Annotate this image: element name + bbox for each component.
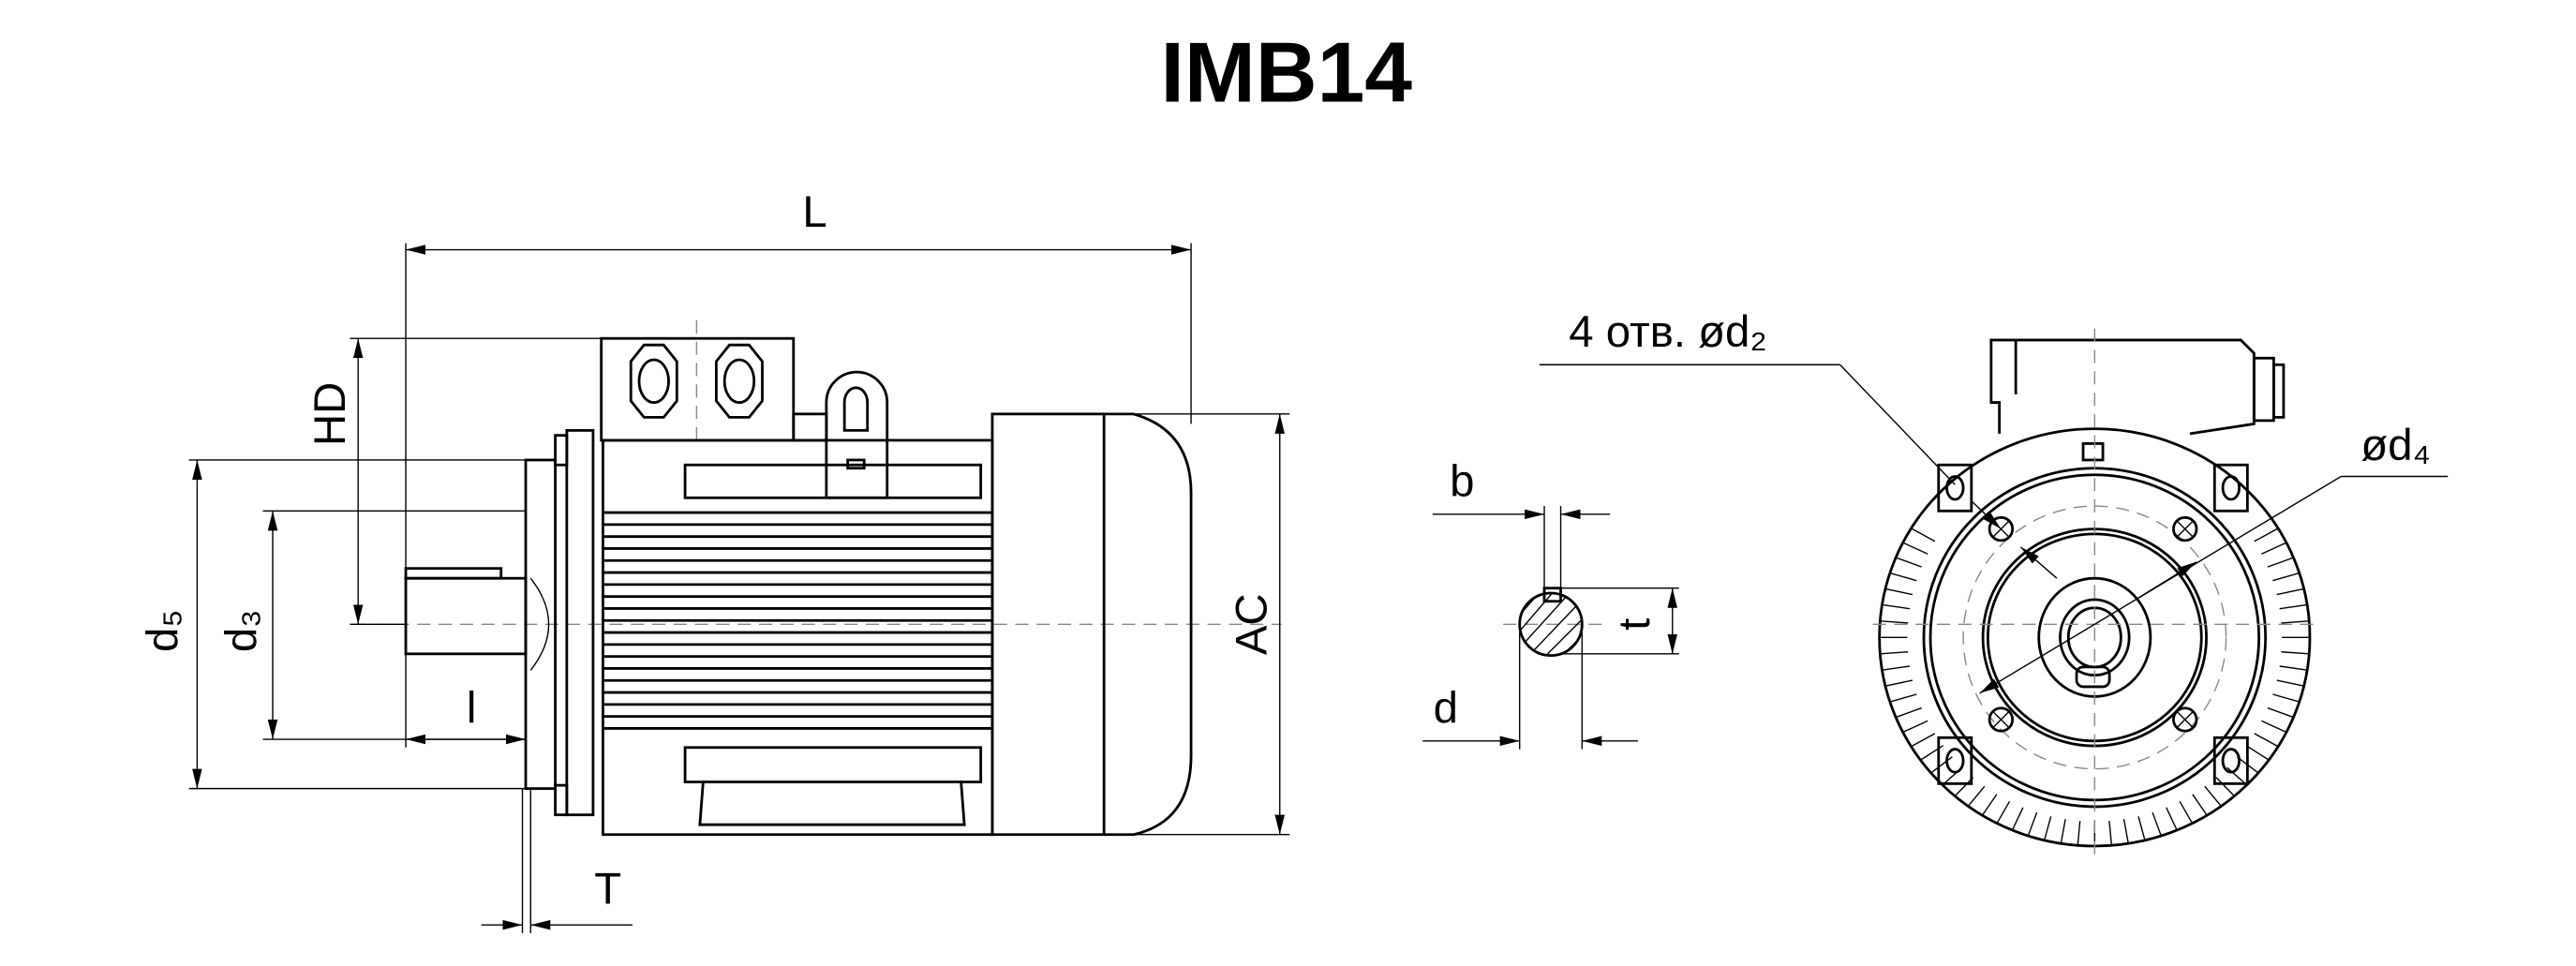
side-view: L HD <box>138 187 1290 933</box>
dim-b-label: b <box>1450 457 1474 507</box>
fin-tick <box>2192 794 2208 816</box>
fin-tick <box>1981 794 1998 816</box>
fin-tick <box>2276 587 2304 596</box>
fin-tick <box>1902 542 1928 555</box>
bolt-hole-icon <box>1988 515 2015 542</box>
fin-tick <box>2261 720 2287 734</box>
page-title: IMB14 <box>1161 25 1413 121</box>
fin-tick <box>1911 528 1936 542</box>
bolt-hole-icon <box>1988 706 2015 733</box>
fin-tick <box>1880 651 1909 655</box>
fin-tick <box>1889 693 1917 703</box>
fin-tick <box>1882 603 1911 610</box>
mounting-lug <box>1937 736 1973 785</box>
lug-hole-icon <box>2221 748 2241 774</box>
fin-tick <box>2226 766 2248 786</box>
mounting-lug <box>2212 463 2249 513</box>
fin-tick <box>1895 557 1922 568</box>
fin-tick <box>1882 665 1911 671</box>
fin-tick <box>2152 811 2162 837</box>
fin-tick <box>2281 620 2310 624</box>
holes-label: 4 отв. ød₂ <box>1569 307 1766 357</box>
dim-L-label: L <box>802 187 826 237</box>
fin-tick <box>1884 679 1913 687</box>
fin-tick <box>2272 572 2300 582</box>
fin-tick <box>2267 706 2294 719</box>
dim-l-label: l <box>467 683 477 733</box>
dim-AC-label: AC <box>1228 593 1277 655</box>
fin-tick <box>2254 733 2279 748</box>
fin-tick <box>1889 572 1917 582</box>
lug-hole-icon <box>1945 475 1965 501</box>
fin-tick <box>1902 720 1928 734</box>
fin-tick <box>2272 693 2300 703</box>
fin-tick <box>2166 807 2178 831</box>
lug-hole-icon <box>2221 475 2241 501</box>
fin-tick <box>1880 620 1909 624</box>
fin-tick <box>1996 800 2011 825</box>
dim-T-label: T <box>594 864 621 914</box>
dim-HD-label: HD <box>305 382 355 446</box>
fin-tick <box>2122 819 2129 844</box>
mounting-lug <box>1937 463 1973 513</box>
fin-tick <box>2060 819 2066 844</box>
dim-d-label: d <box>1434 683 1458 733</box>
cable-gland-icon <box>714 343 764 419</box>
dim-d3-label: d₃ <box>217 610 267 653</box>
dim-t-label: t <box>1610 618 1660 631</box>
cooling-fins <box>603 511 992 730</box>
fin-tick <box>2254 528 2279 542</box>
fin-tick <box>2215 777 2236 797</box>
fin-tick <box>1954 777 1974 797</box>
lifting-eye-icon <box>825 370 889 499</box>
fin-tick <box>2011 807 2024 831</box>
fin-tick <box>1967 785 1986 807</box>
front-view: 4 отв. ød₂ ød₄ <box>1539 307 2449 863</box>
fin-tick <box>2279 603 2308 610</box>
dim-d5-label: d₅ <box>138 610 187 652</box>
fin-tick <box>2108 821 2113 846</box>
fin-tick <box>2267 557 2294 568</box>
lug-hole-icon <box>1945 748 1965 774</box>
fin-tick <box>2276 679 2304 687</box>
fin-tick <box>2179 800 2194 825</box>
fin-tick <box>2245 745 2270 761</box>
fin-tick <box>2027 811 2038 837</box>
fin-tick <box>2204 785 2222 807</box>
fin-tick <box>2261 542 2287 555</box>
d4-label: ød₄ <box>2360 421 2431 470</box>
mounting-lug <box>2212 736 2249 785</box>
cable-gland-icon <box>629 343 678 419</box>
fin-tick <box>1895 706 1922 719</box>
fin-tick <box>1911 733 1936 748</box>
fin-tick <box>2077 821 2081 846</box>
fin-tick <box>2043 816 2052 841</box>
fin-tick <box>2279 665 2308 671</box>
fin-tick <box>1930 756 1953 774</box>
fin-tick <box>2281 651 2310 655</box>
fin-tick <box>2137 816 2146 841</box>
bolt-hole-icon <box>2172 706 2198 733</box>
fin-tick <box>1884 587 1913 596</box>
bolt-hole-icon <box>2172 515 2198 542</box>
shaft-section: b t d <box>1422 457 1679 750</box>
